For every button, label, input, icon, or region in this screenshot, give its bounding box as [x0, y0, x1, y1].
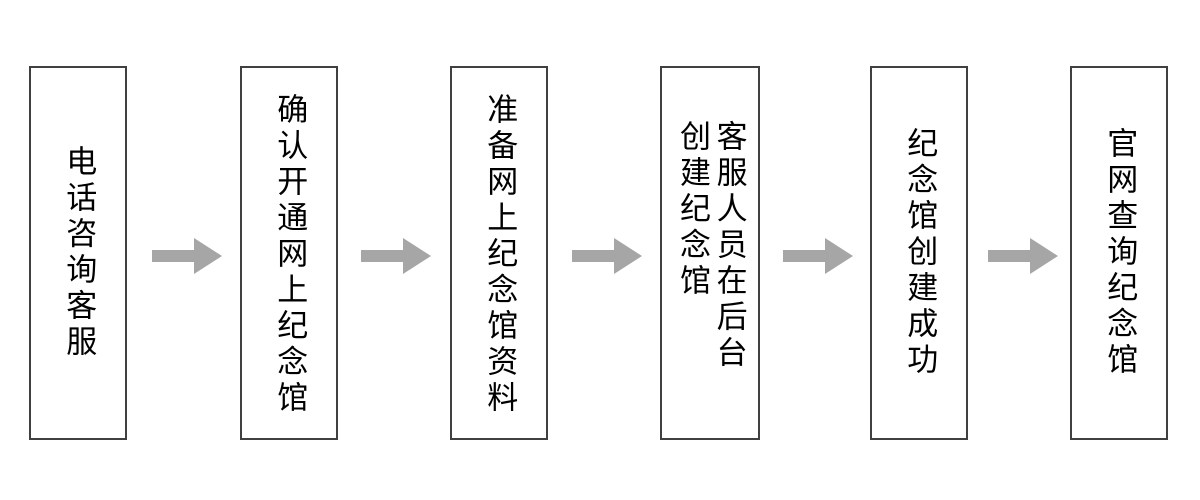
flow-node-2[interactable]: 确认开通网上纪念馆	[240, 66, 338, 440]
right-arrow-icon	[572, 238, 642, 274]
flow-arrow-5	[988, 236, 1058, 276]
flow-node-3-label: 准备网上纪念馆资料	[481, 93, 518, 417]
flow-node-1[interactable]: 电话咨询客服	[29, 66, 127, 440]
flow-node-2-label: 确认开通网上纪念馆	[271, 93, 308, 417]
right-arrow-icon	[152, 238, 222, 274]
flow-node-6[interactable]: 官网查询纪念馆	[1070, 66, 1168, 440]
flow-arrow-1	[152, 236, 222, 276]
right-arrow-icon	[361, 238, 431, 274]
flow-node-4-label: 客服人员在后台创建纪念馆	[674, 120, 747, 372]
flow-arrow-4	[783, 236, 853, 276]
right-arrow-icon	[783, 238, 853, 274]
flow-node-6-label: 官网查询纪念馆	[1101, 127, 1138, 379]
right-arrow-icon	[988, 238, 1058, 274]
flow-node-3[interactable]: 准备网上纪念馆资料	[450, 66, 548, 440]
flow-arrow-2	[361, 236, 431, 276]
flow-node-5-label: 纪念馆创建成功	[901, 127, 938, 379]
flow-node-5[interactable]: 纪念馆创建成功	[870, 66, 968, 440]
flow-node-1-label: 电话咨询客服	[60, 145, 97, 361]
flow-node-4[interactable]: 客服人员在后台创建纪念馆	[660, 66, 760, 440]
flow-arrow-3	[572, 236, 642, 276]
